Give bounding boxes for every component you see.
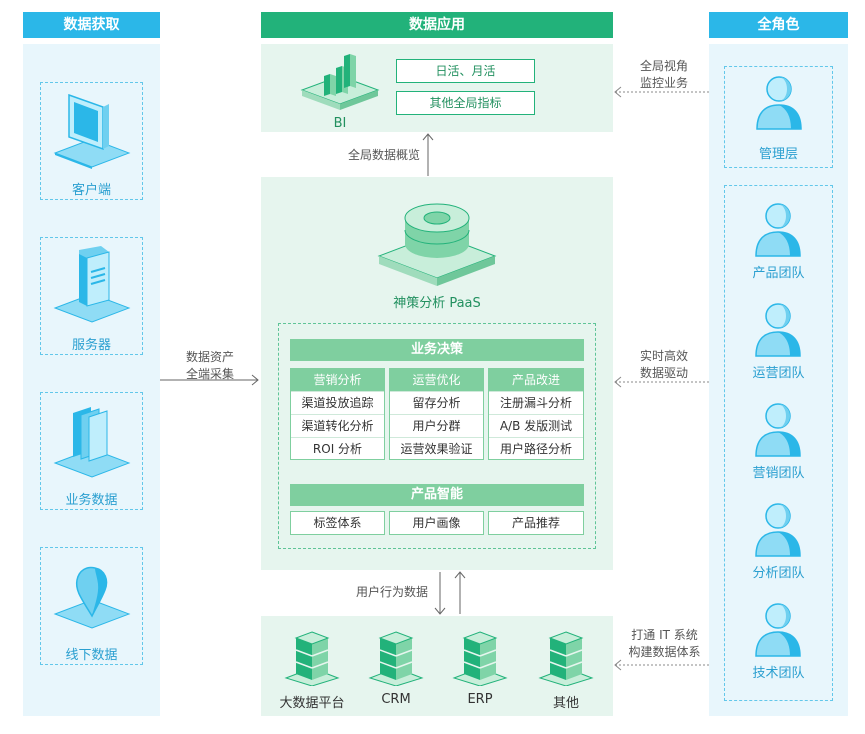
monitor-note: 全局视角 监控业务 (624, 58, 704, 92)
tech-team-item: 技术团队 (724, 596, 833, 688)
operation-optimization-title: 运营优化 (390, 369, 483, 391)
data-collection-note-line2: 全端采集 (185, 367, 234, 381)
erp-label: ERP (467, 692, 493, 707)
it-system-note: 打通 IT 系统 构建数据体系 (617, 627, 712, 661)
analysis-team-person-icon (755, 503, 801, 557)
dau-mau-box: 日活、月活 (396, 59, 535, 83)
product-improvement-column: 产品改进 注册漏斗分析 A/B 发版测试 用户路径分析 (488, 368, 584, 460)
data-driven-arrow (614, 376, 724, 388)
big-data-platform-item: 大数据平台 (272, 622, 352, 714)
big-data-platform-label: 大数据平台 (279, 696, 345, 711)
erp-item: ERP (440, 622, 520, 714)
retention-analysis-item: 留存分析 (390, 391, 483, 414)
behavior-data-arrows (434, 571, 466, 615)
client-card: 客户端 (40, 82, 143, 200)
marketing-analysis-column: 营销分析 渠道投放追踪 渠道转化分析 ROI 分析 (290, 368, 385, 460)
data-application-header: 数据应用 (261, 12, 613, 38)
documents-icon (53, 407, 131, 478)
behavior-data-caption: 用户行为数据 (355, 585, 428, 599)
business-data-label: 业务数据 (65, 493, 118, 508)
it-system-note-line1: 打通 IT 系统 (631, 628, 698, 642)
marketing-team-label: 营销团队 (752, 466, 805, 481)
offline-data-card: 线下数据 (40, 547, 143, 665)
monitor-icon (53, 93, 131, 169)
operation-optimization-column: 运营优化 留存分析 用户分群 运营效果验证 (389, 368, 484, 460)
user-segmentation-item: 用户分群 (390, 414, 483, 437)
overview-arrow (422, 133, 434, 176)
operation-team-label: 运营团队 (752, 366, 805, 381)
operation-team-item: 运营团队 (724, 296, 833, 388)
server-icon (53, 246, 131, 323)
product-team-label: 产品团队 (752, 266, 805, 281)
product-improvement-title: 产品改进 (489, 369, 583, 391)
data-acquisition-header: 数据获取 (23, 12, 160, 38)
manager-card: 管理层 (724, 66, 833, 168)
data-collection-note: 数据资产 全端采集 (165, 349, 255, 383)
crm-item: CRM (356, 622, 436, 714)
channel-tracking-item: 渠道投放追踪 (291, 391, 384, 414)
marketing-analysis-title: 营销分析 (291, 369, 384, 391)
monitor-note-line1: 全局视角 (639, 59, 688, 73)
collect-arrow (160, 374, 259, 386)
teams-card (724, 185, 833, 701)
product-recommendation-box: 产品推荐 (488, 511, 584, 535)
business-data-card: 业务数据 (40, 392, 143, 510)
global-metrics-box: 其他全局指标 (396, 91, 535, 115)
it-system-note-line2: 构建数据体系 (628, 645, 701, 659)
data-collection-note-line1: 数据资产 (185, 350, 234, 364)
monitor-note-line2: 监控业务 (639, 76, 688, 90)
overview-caption: 全局数据概览 (347, 148, 420, 162)
erp-server-stack-icon (452, 631, 508, 686)
manager-person-icon (756, 76, 802, 130)
marketing-team-person-icon (755, 403, 801, 457)
location-pin-icon (53, 566, 131, 629)
funnel-analysis-item: 注册漏斗分析 (489, 391, 583, 414)
server-label: 服务器 (71, 338, 111, 353)
analysis-team-item: 分析团队 (724, 496, 833, 588)
channel-conversion-item: 渠道转化分析 (291, 414, 384, 437)
user-profile-box: 用户画像 (389, 511, 484, 535)
tech-team-person-icon (755, 603, 801, 657)
offline-data-label: 线下数据 (65, 648, 118, 663)
business-decision-band: 业务决策 (290, 339, 584, 361)
data-driven-note: 实时高效 数据驱动 (624, 348, 704, 382)
all-roles-header: 全角色 (709, 12, 848, 38)
marketing-team-item: 营销团队 (724, 396, 833, 488)
it-system-arrow (614, 659, 724, 671)
tech-team-label: 技术团队 (752, 666, 805, 681)
manager-label: 管理层 (758, 147, 798, 162)
crm-server-stack-icon (368, 631, 424, 686)
data-driven-note-line1: 实时高效 (639, 349, 688, 363)
bi-chart-icon (300, 54, 380, 110)
roi-analysis-item: ROI 分析 (291, 437, 384, 460)
monitor-arrow (614, 86, 724, 98)
paas-platform-icon (377, 203, 497, 286)
big-data-server-stack-icon (284, 631, 340, 686)
analysis-team-label: 分析团队 (752, 566, 805, 581)
server-card: 服务器 (40, 237, 143, 355)
product-team-person-icon (755, 203, 801, 257)
paas-label: 神策分析 PaaS (393, 296, 481, 311)
product-team-item: 产品团队 (724, 196, 833, 288)
operation-team-person-icon (755, 303, 801, 357)
capability-box (278, 323, 596, 549)
tag-system-box: 标签体系 (290, 511, 385, 535)
ab-testing-item: A/B 发版测试 (489, 414, 583, 437)
user-path-item: 用户路径分析 (489, 437, 583, 460)
client-label: 客户端 (71, 183, 111, 198)
crm-label: CRM (381, 692, 411, 707)
product-intelligence-band: 产品智能 (290, 484, 584, 506)
other-server-stack-icon (538, 631, 594, 686)
bi-label: BI (333, 116, 347, 131)
other-systems-item: 其他 (526, 622, 606, 714)
data-driven-note-line2: 数据驱动 (639, 366, 688, 380)
other-systems-label: 其他 (552, 696, 579, 711)
operation-effect-item: 运营效果验证 (390, 437, 483, 460)
